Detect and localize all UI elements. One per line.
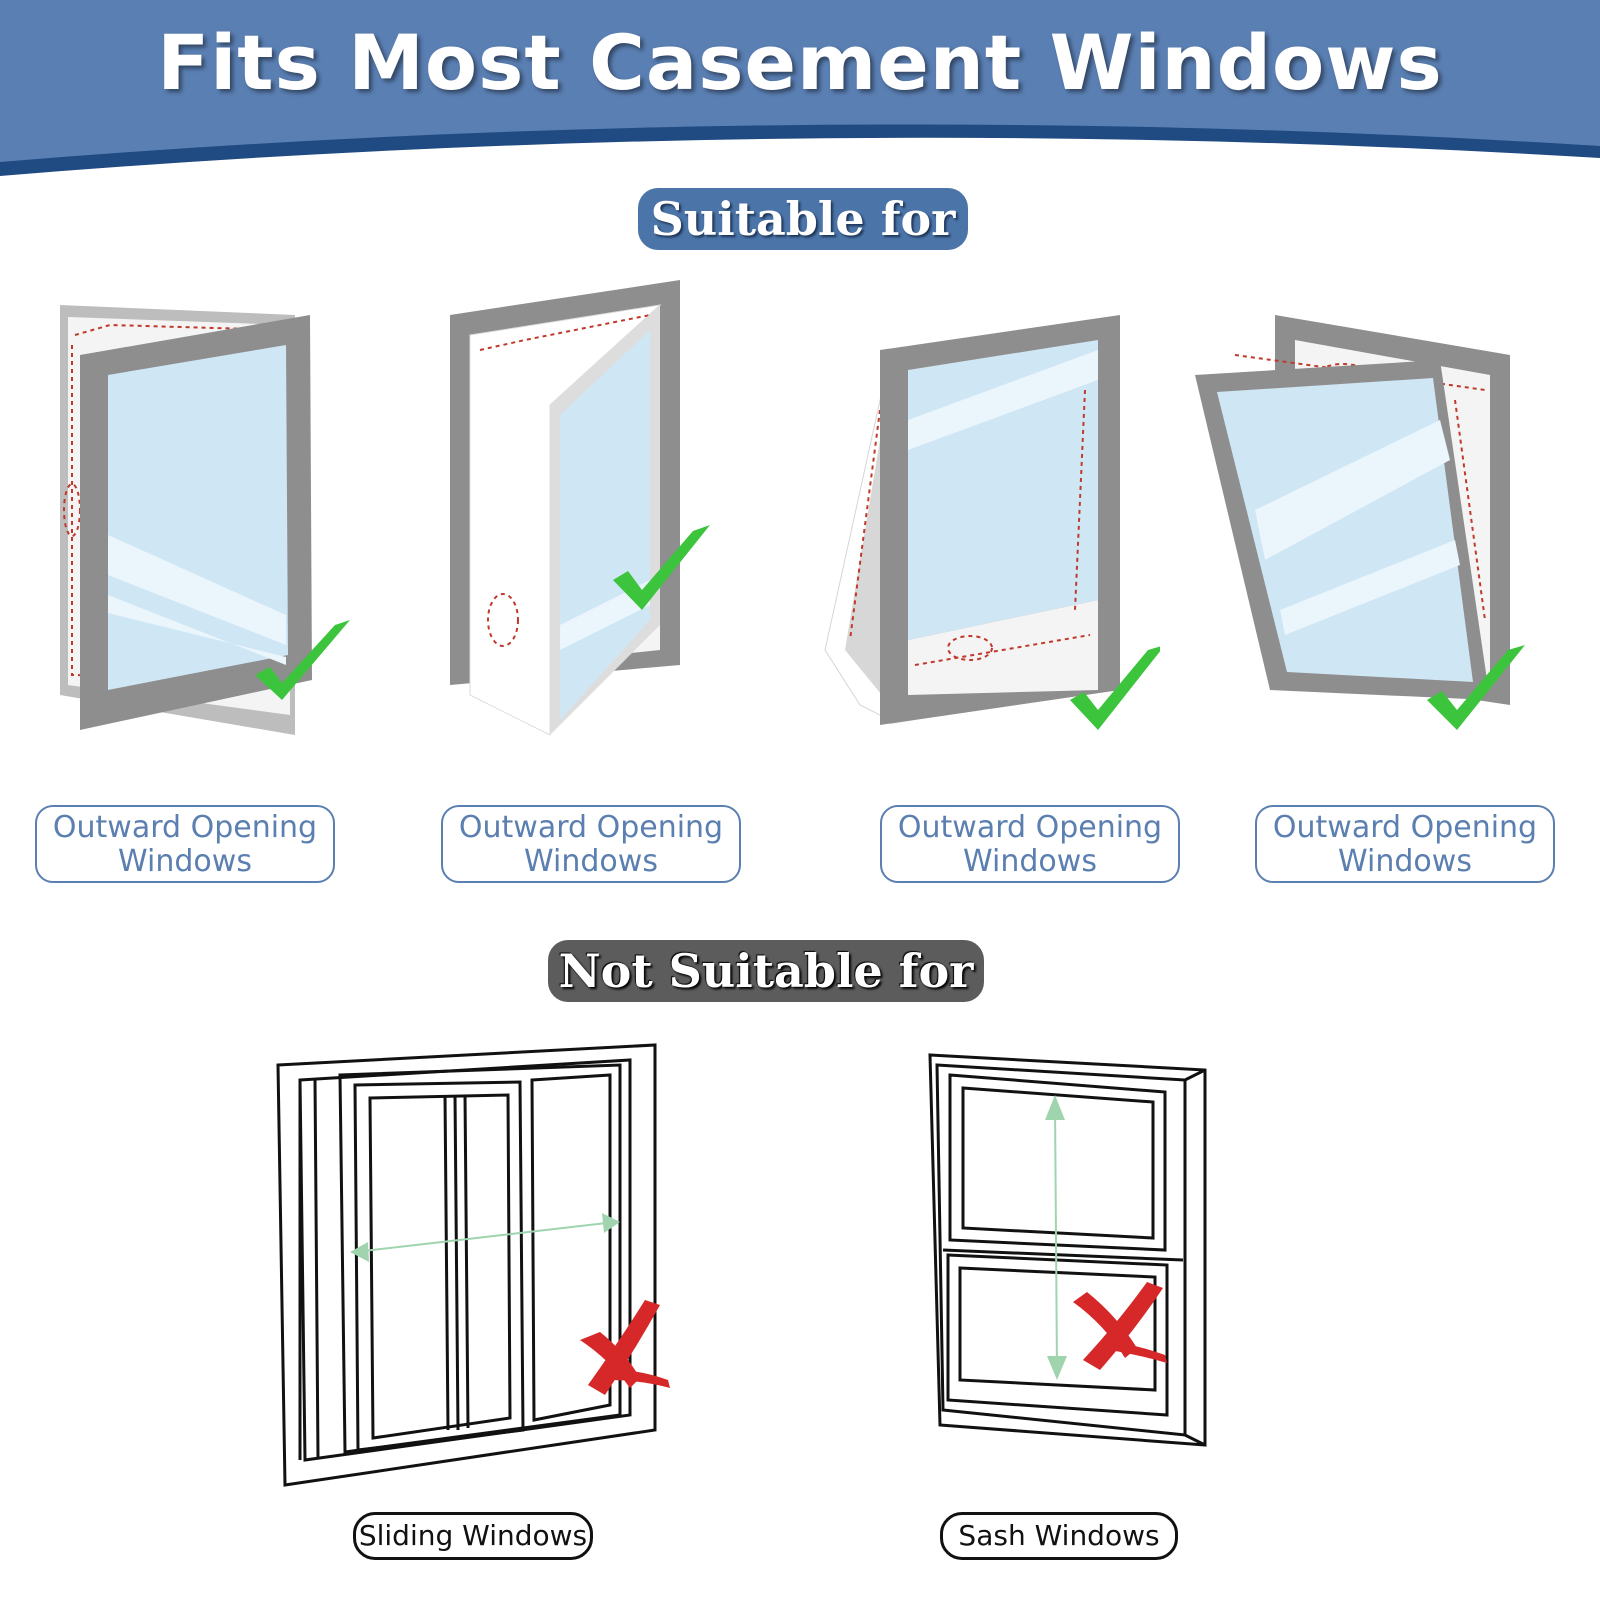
vertical-arrow-icon xyxy=(1045,1095,1067,1380)
sash-windows-label: Sash Windows xyxy=(940,1512,1178,1560)
not-suitable-heading: Not Suitable for xyxy=(548,940,984,1002)
check-icon xyxy=(255,620,350,700)
page-title: Fits Most Casement Windows xyxy=(157,18,1443,107)
suitable-label-4: Outward Opening Windows xyxy=(1255,805,1555,883)
cross-icon xyxy=(1073,1282,1167,1370)
hopper-window-illustration xyxy=(1195,315,1525,730)
cross-icon xyxy=(580,1300,670,1395)
banner-background xyxy=(0,0,1600,176)
check-icon xyxy=(613,525,710,610)
check-icon xyxy=(1070,646,1160,730)
awning-window-illustration xyxy=(824,315,1160,730)
sash-window-illustration xyxy=(928,1053,1207,1447)
suitable-label-1: Outward Opening Windows xyxy=(35,805,335,883)
sliding-window-illustration xyxy=(276,1043,670,1487)
suitable-label-3: Outward Opening Windows xyxy=(880,805,1180,883)
check-icon xyxy=(1427,645,1525,730)
casement-window-right-opening-illustration xyxy=(450,280,710,736)
horizontal-arrow-icon xyxy=(350,1213,620,1262)
casement-window-side-hinged-illustration xyxy=(60,305,350,735)
header-banner: Fits Most Casement Windows xyxy=(0,0,1600,180)
suitable-heading: Suitable for xyxy=(638,188,968,250)
sliding-windows-label: Sliding Windows xyxy=(353,1512,593,1560)
suitable-label-2: Outward Opening Windows xyxy=(441,805,741,883)
